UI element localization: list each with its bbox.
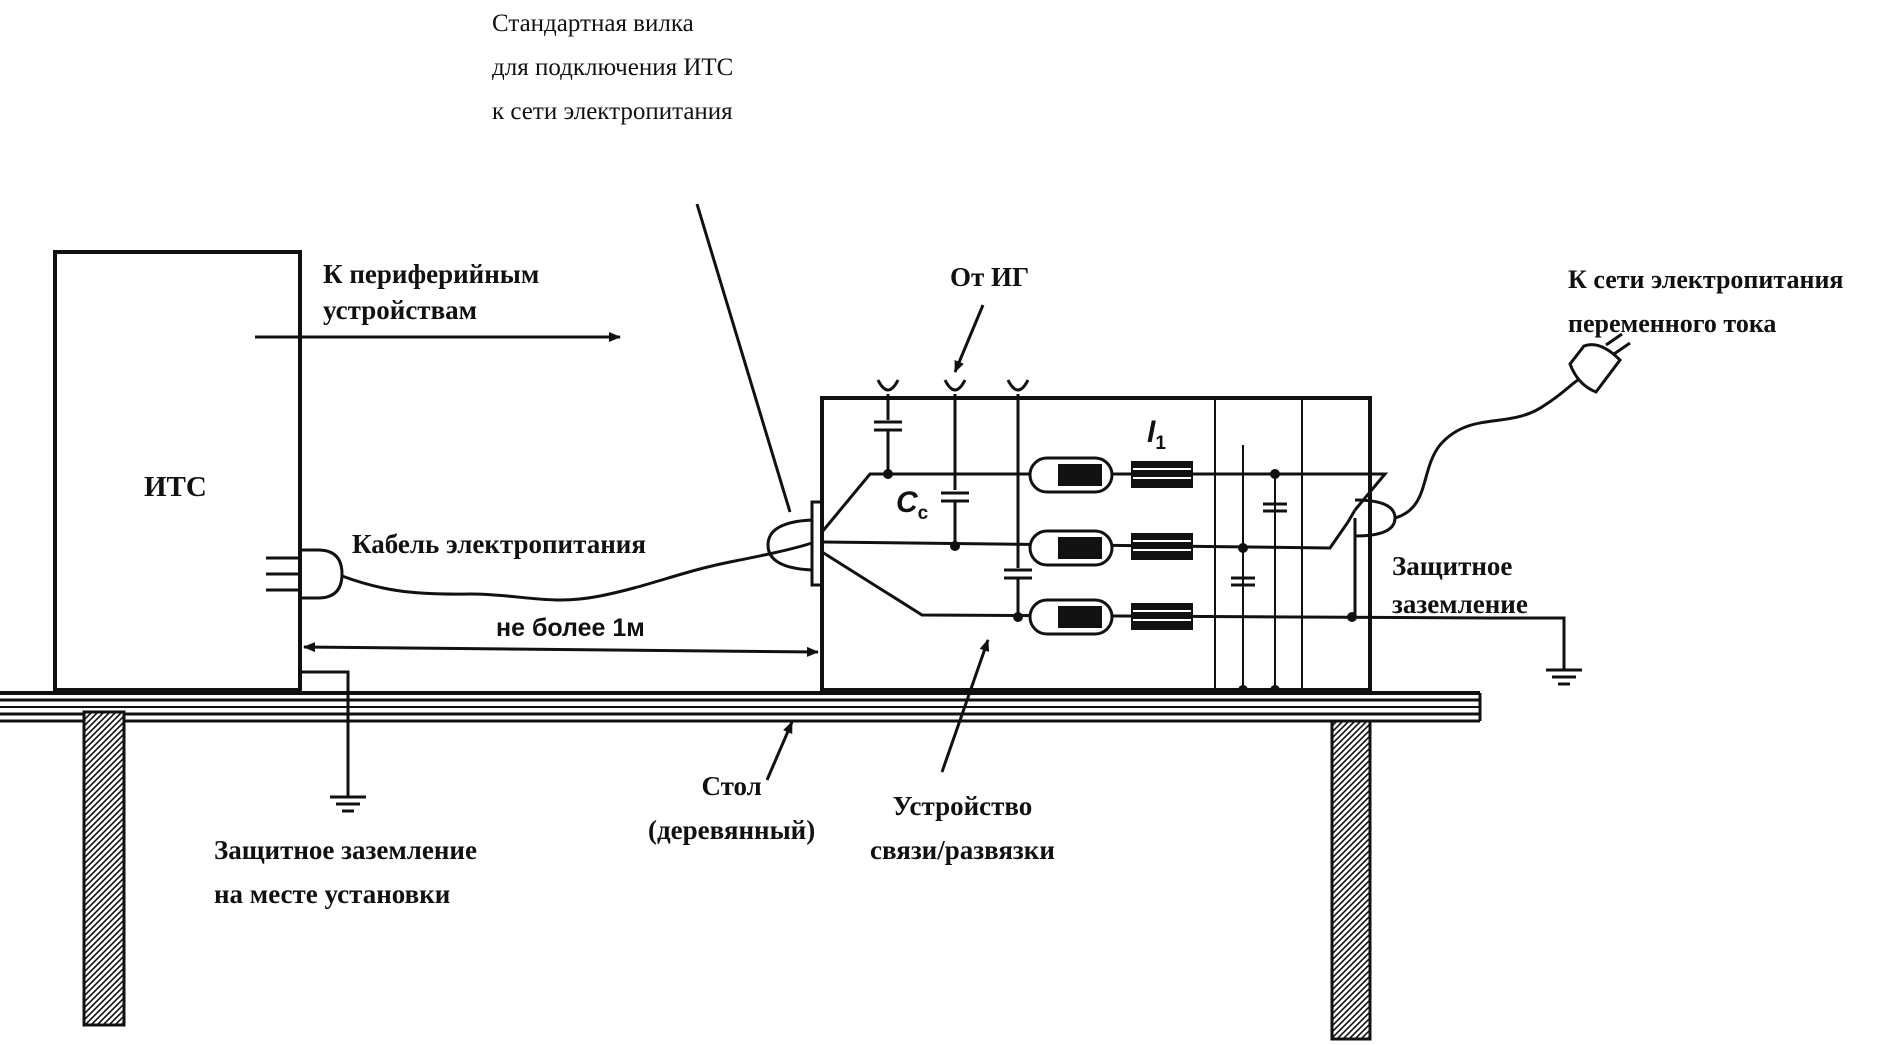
decoupling-capacitor-icon: [1231, 474, 1287, 587]
protective-earth-site-label: Защитное заземление на месте установки: [214, 828, 477, 916]
protective-earth-site-line-2: на месте установки: [214, 879, 451, 909]
mains-ac-line-1: К сети электропитания: [1568, 265, 1844, 294]
max-length-label: не более 1м: [496, 606, 645, 650]
cdn-inlet-plug-icon: [766, 500, 824, 587]
mains-ac-label: К сети электропитания переменного тока: [1568, 258, 1844, 346]
cdn-leader: [940, 639, 990, 773]
cdn-box: [820, 396, 1372, 692]
cdn-line-1: Устройство: [892, 791, 1033, 821]
current-letter: l: [1147, 416, 1156, 449]
protective-earth-right-line-1: Защитное: [1392, 551, 1513, 581]
generator-leader: [953, 304, 985, 373]
current-symbol: l1: [1147, 416, 1166, 454]
generator-text: От ИГ: [950, 262, 1030, 292]
mains-plug-icon: [1568, 332, 1631, 394]
plug-note-label: Стандартная вилка для подключения ИТС к …: [492, 2, 733, 134]
table-leg-right: [1330, 719, 1372, 1041]
table-label: Стол (деревянный): [648, 764, 815, 852]
eut-label: ИТС: [144, 465, 207, 509]
coupling-capacitor-icon: [874, 420, 1032, 617]
max-length-text: не более 1м: [496, 614, 645, 642]
inductor-icon: [1028, 456, 1114, 636]
table-line-2: (деревянный): [648, 815, 816, 845]
cdn-rails: [1214, 398, 1303, 690]
plug-note-line-1: Стандартная вилка: [492, 10, 694, 37]
protective-earth-right-line-2: заземление: [1392, 589, 1528, 619]
eut-ground-icon: [300, 670, 366, 813]
power-cable: [341, 541, 813, 602]
eut-plug-icon: [266, 548, 344, 600]
table-leg-left: [82, 710, 126, 1027]
cdn-line-2: связи/развязки: [870, 835, 1055, 865]
coupling-capacitor-letter: C: [896, 486, 918, 519]
junction-dots: [883, 469, 1357, 695]
peripheral-line-2: устройствам: [323, 295, 478, 325]
coupling-capacitor-subscript: c: [917, 503, 929, 524]
eut-box: [53, 250, 302, 692]
mains-ac-line-2: переменного тока: [1568, 309, 1777, 338]
table-leader: [765, 721, 794, 781]
mains-cord: [1394, 378, 1579, 520]
generator-terminal-icon: [876, 379, 1030, 568]
distance-arrow: [303, 642, 819, 657]
protective-earth-right-label: Защитное заземление: [1392, 544, 1528, 626]
protective-earth-site-line-1: Защитное заземление: [214, 835, 477, 865]
current-block-icon: [1131, 461, 1193, 630]
peripheral-line-1: К периферийным: [323, 259, 540, 289]
cdn-label: Устройство связи/развязки: [870, 784, 1055, 872]
power-cable-text: Кабель электропитания: [352, 529, 646, 559]
eut-text: ИТС: [144, 471, 207, 503]
plug-note-line-2: для подключения ИТС: [492, 54, 734, 81]
plug-note-line-3: к сети электропитания: [492, 98, 733, 125]
power-cable-label: Кабель электропитания: [352, 522, 646, 566]
cdn-outlet-icon: [1353, 498, 1397, 618]
plug-note-leader: [695, 203, 792, 513]
cdn-ground-icon: [1492, 616, 1582, 686]
current-subscript: 1: [1155, 433, 1166, 454]
generator-label: От ИГ: [950, 255, 1029, 299]
peripheral-label: К периферийным устройствам: [323, 252, 539, 332]
table: [0, 691, 1482, 1041]
table-line-1: Стол: [701, 771, 762, 801]
coupling-capacitor-symbol: Cc: [896, 486, 929, 524]
